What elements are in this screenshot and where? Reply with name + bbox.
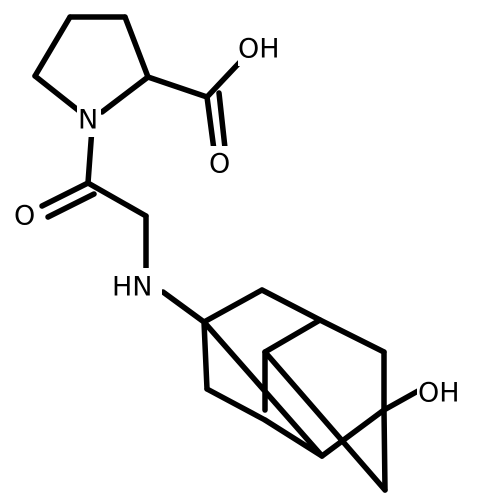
- bond-ring-c2-n: [99, 74, 151, 115]
- bond-carboxyl-oh: [204, 59, 243, 100]
- bond-ad-10: [319, 407, 387, 459]
- bond-n-carbonyl: [85, 125, 95, 186]
- amine-nh-label: HN: [112, 272, 153, 303]
- bond-ad-4: [317, 317, 387, 355]
- bond-ad-8: [204, 386, 268, 423]
- carboxylic-acid-group: [145, 59, 243, 153]
- bond-carbonyl-ch2: [85, 180, 149, 219]
- bond-ad-3: [262, 317, 323, 355]
- bond-adamantane-oh: [381, 388, 421, 413]
- pyrrolidine-ring: [32, 14, 151, 121]
- acid-hydroxyl-label: OH: [238, 34, 280, 65]
- bond-ring-c3-c2: [122, 14, 151, 80]
- bond-ad-11: [201, 319, 325, 459]
- bond-nh-adamantane: [160, 289, 207, 325]
- adamantane-cage: [201, 287, 388, 493]
- bond-ad-2: [259, 287, 323, 323]
- bond-ad-13: [381, 407, 388, 493]
- bond-carbonyl-o-double-1: [39, 180, 91, 209]
- ring-nitrogen-label: N: [78, 105, 98, 136]
- bond-ad-7: [201, 319, 210, 392]
- bond-carboxyl-o-double-1: [204, 94, 217, 153]
- bond-carboxyl-o-double-2: [216, 90, 228, 151]
- atom-labels: N OH O O HN OH: [13, 30, 463, 411]
- adamantane-hydroxyl-label: OH: [418, 378, 460, 409]
- bond-ring-c5-c4: [32, 14, 73, 79]
- bond-ad-9: [262, 417, 325, 459]
- amide-linker: [39, 125, 207, 325]
- amide-oxygen-label: O: [14, 201, 35, 232]
- bond-ad-1: [201, 287, 265, 325]
- bond-carbonyl-o-double-2: [45, 191, 97, 220]
- acid-carbonyl-oxygen-label: O: [209, 149, 230, 180]
- bond-c2-carboxyl: [145, 74, 210, 100]
- bond-ad-12: [262, 349, 388, 493]
